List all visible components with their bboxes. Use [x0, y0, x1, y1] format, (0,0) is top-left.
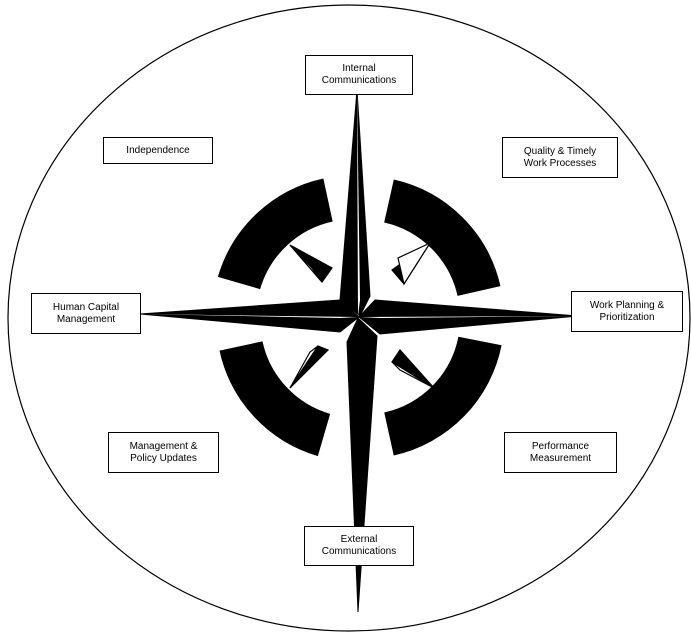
label-independence-line1: Independence [126, 145, 189, 157]
label-quality-timely-line1: Quality & Timely [524, 146, 596, 158]
label-human-capital-line2: Management [57, 314, 115, 326]
label-external-communications-line2: Communications [322, 546, 396, 558]
label-internal-communications: Internal Communications [305, 55, 413, 95]
label-human-capital: Human Capital Management [31, 293, 141, 334]
label-human-capital-line1: Human Capital [53, 302, 119, 314]
diagonal-point-sw-light [290, 346, 318, 388]
point-south [347, 318, 377, 612]
label-performance-measurement-line1: Performance [532, 441, 589, 453]
label-management-policy-line2: Policy Updates [130, 453, 197, 465]
label-management-policy-line1: Management & [130, 441, 198, 453]
point-north [340, 90, 370, 316]
label-work-planning: Work Planning & Prioritization [571, 291, 683, 332]
label-performance-measurement-line2: Measurement [530, 453, 591, 465]
label-management-policy: Management & Policy Updates [108, 432, 219, 473]
label-performance-measurement: Performance Measurement [504, 432, 617, 473]
diagonal-point-sw [290, 346, 328, 388]
label-internal-communications-line2: Communications [322, 75, 396, 87]
label-external-communications: External Communications [304, 526, 414, 566]
label-quality-timely: Quality & Timely Work Processes [502, 137, 618, 178]
diagonal-point-ne-light [398, 243, 430, 284]
label-work-planning-line1: Work Planning & [590, 300, 664, 312]
diagonal-point-nw [290, 245, 332, 282]
label-independence: Independence [103, 137, 213, 164]
label-work-planning-line2: Prioritization [599, 312, 654, 324]
label-external-communications-line1: External [341, 534, 378, 546]
label-internal-communications-line1: Internal [342, 63, 375, 75]
label-quality-timely-line2: Work Processes [524, 158, 597, 170]
